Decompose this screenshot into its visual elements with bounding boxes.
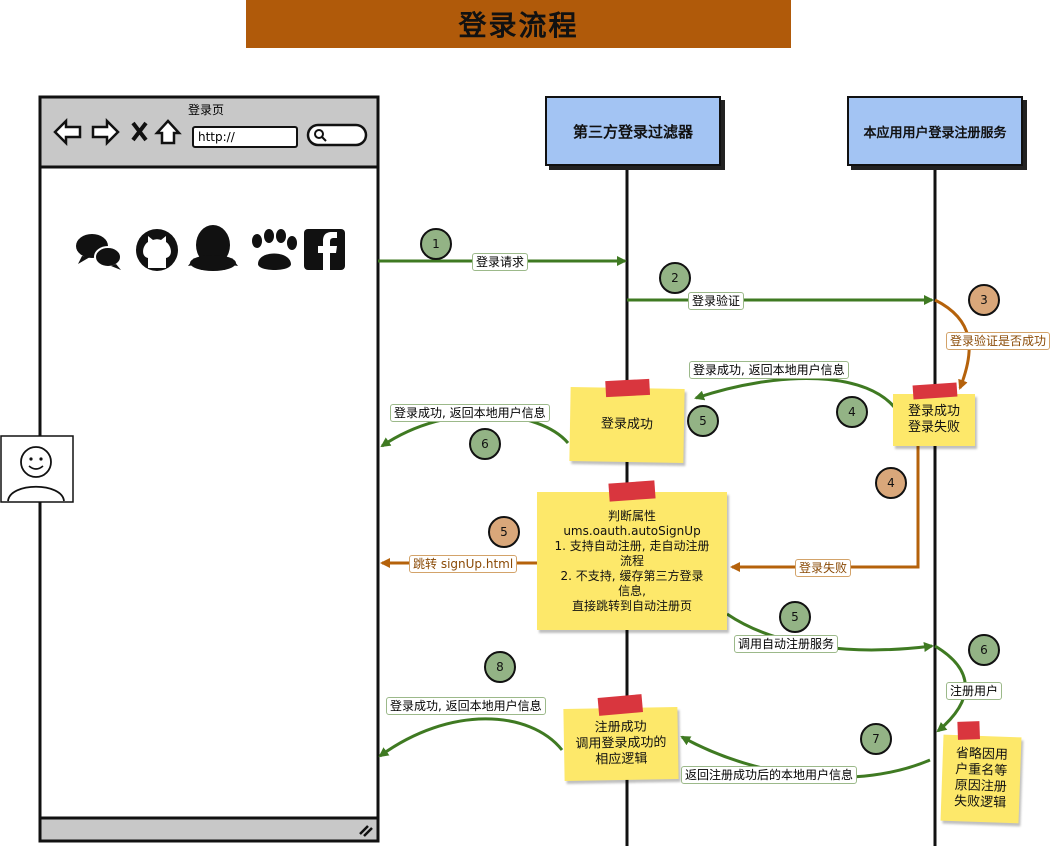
- label-success-return-1: 登录成功, 返回本地用户信息: [689, 361, 849, 379]
- service-lane-header: 本应用用户登录注册服务: [847, 96, 1023, 166]
- label-login-fail: 登录失败: [795, 559, 852, 577]
- note-service-result-line2: 登录失败: [907, 420, 960, 435]
- close-icon[interactable]: [131, 121, 148, 142]
- browser-window: [38, 95, 380, 843]
- decision-line-5: 2. 不支持, 缓存第三方登录: [560, 568, 704, 583]
- label-verify-check: 登录验证是否成功: [946, 332, 1051, 350]
- baidu-paw-icon[interactable]: [252, 229, 297, 270]
- arrow-login-fail: [730, 446, 920, 572]
- decision-line-6: 信息,: [618, 583, 646, 598]
- step-badge: 6: [469, 428, 501, 460]
- diagram-title-bar: 登录流程: [246, 0, 791, 48]
- arrow-return-browser-2: [378, 717, 564, 758]
- note-register-fail: 省略因用 户重名等 原因注册 失败逻辑: [940, 721, 1022, 824]
- tape: [957, 721, 980, 740]
- search-icon[interactable]: [306, 123, 368, 147]
- qq-icon[interactable]: [188, 225, 238, 271]
- step-badge: 4: [875, 467, 907, 499]
- service-lane-title: 本应用用户登录注册服务: [863, 125, 1007, 141]
- filter-lane-title: 第三方登录过滤器: [572, 122, 693, 141]
- back-arrow-icon[interactable]: [53, 117, 82, 147]
- label-login-verify: 登录验证: [688, 292, 745, 310]
- decision-line-4: 流程: [619, 553, 644, 568]
- register-success-line1: 注册成功: [594, 719, 647, 736]
- github-icon[interactable]: [136, 229, 178, 271]
- register-success-line3: 相应逻辑: [595, 751, 648, 768]
- step-badge: 2: [659, 262, 691, 294]
- tape: [608, 480, 656, 502]
- label-jump-signup: 跳转 signUp.html: [409, 555, 518, 573]
- note-filter-success-text: 登录成功: [600, 416, 654, 433]
- decision-line-2: ums.oauth.autoSignUp: [563, 523, 701, 538]
- tape: [597, 694, 644, 716]
- decision-line-1: 判断属性: [607, 508, 656, 523]
- resize-grip-icon[interactable]: [359, 825, 373, 837]
- label-call-auto-register: 调用自动注册服务: [734, 635, 839, 653]
- label-login-request: 登录请求: [472, 253, 529, 271]
- facebook-icon[interactable]: [304, 229, 345, 270]
- filter-lane-header: 第三方登录过滤器: [545, 96, 721, 166]
- step-badge: 1: [420, 228, 452, 260]
- step-badge: 6: [968, 634, 1000, 666]
- register-fail-line1: 省略因用: [955, 746, 1009, 763]
- label-return-after-register: 返回注册成功后的本地用户信息: [681, 766, 858, 784]
- browser-title: 登录页: [188, 103, 225, 117]
- decision-line-3: 1. 支持自动注册, 走自动注册: [554, 538, 710, 553]
- note-filter-success: 登录成功: [569, 378, 685, 463]
- url-input[interactable]: http://: [192, 126, 298, 148]
- arrow-service-success: [694, 377, 900, 413]
- diagram-title: 登录流程: [458, 9, 579, 42]
- register-success-line2: 调用登录成功的: [575, 735, 667, 752]
- note-register-success: 注册成功 调用登录成功的 相应逻辑: [563, 694, 679, 781]
- step-badge: 5: [488, 516, 520, 548]
- register-fail-line4: 失败逻辑: [953, 794, 1007, 811]
- note-service-result-line1: 登录成功: [907, 404, 960, 419]
- step-badge: 5: [779, 601, 811, 633]
- step-badge: 5: [687, 405, 719, 437]
- label-success-return-2: 登录成功, 返回本地用户信息: [390, 404, 550, 422]
- note-decision: 判断属性 ums.oauth.autoSignUp 1. 支持自动注册, 走自动…: [537, 480, 727, 630]
- home-icon[interactable]: [154, 119, 182, 145]
- note-service-result: 登录成功 登录失败: [893, 382, 975, 446]
- register-fail-line2: 户重名等: [955, 762, 1008, 779]
- decision-line-7: 直接跳转到自动注册页: [571, 598, 692, 613]
- step-badge: 8: [484, 651, 516, 683]
- label-register-user: 注册用户: [946, 682, 1003, 700]
- step-badge: 3: [968, 284, 1000, 316]
- step-badge: 7: [860, 723, 892, 755]
- wechat-icon[interactable]: [76, 234, 122, 270]
- register-fail-line3: 原因注册: [954, 778, 1007, 795]
- user-avatar-icon: [0, 435, 74, 503]
- step-badge: 4: [836, 396, 868, 428]
- label-success-return-3: 登录成功, 返回本地用户信息: [386, 697, 546, 715]
- tape: [912, 382, 958, 400]
- tape: [605, 378, 651, 398]
- forward-arrow-icon[interactable]: [91, 117, 120, 147]
